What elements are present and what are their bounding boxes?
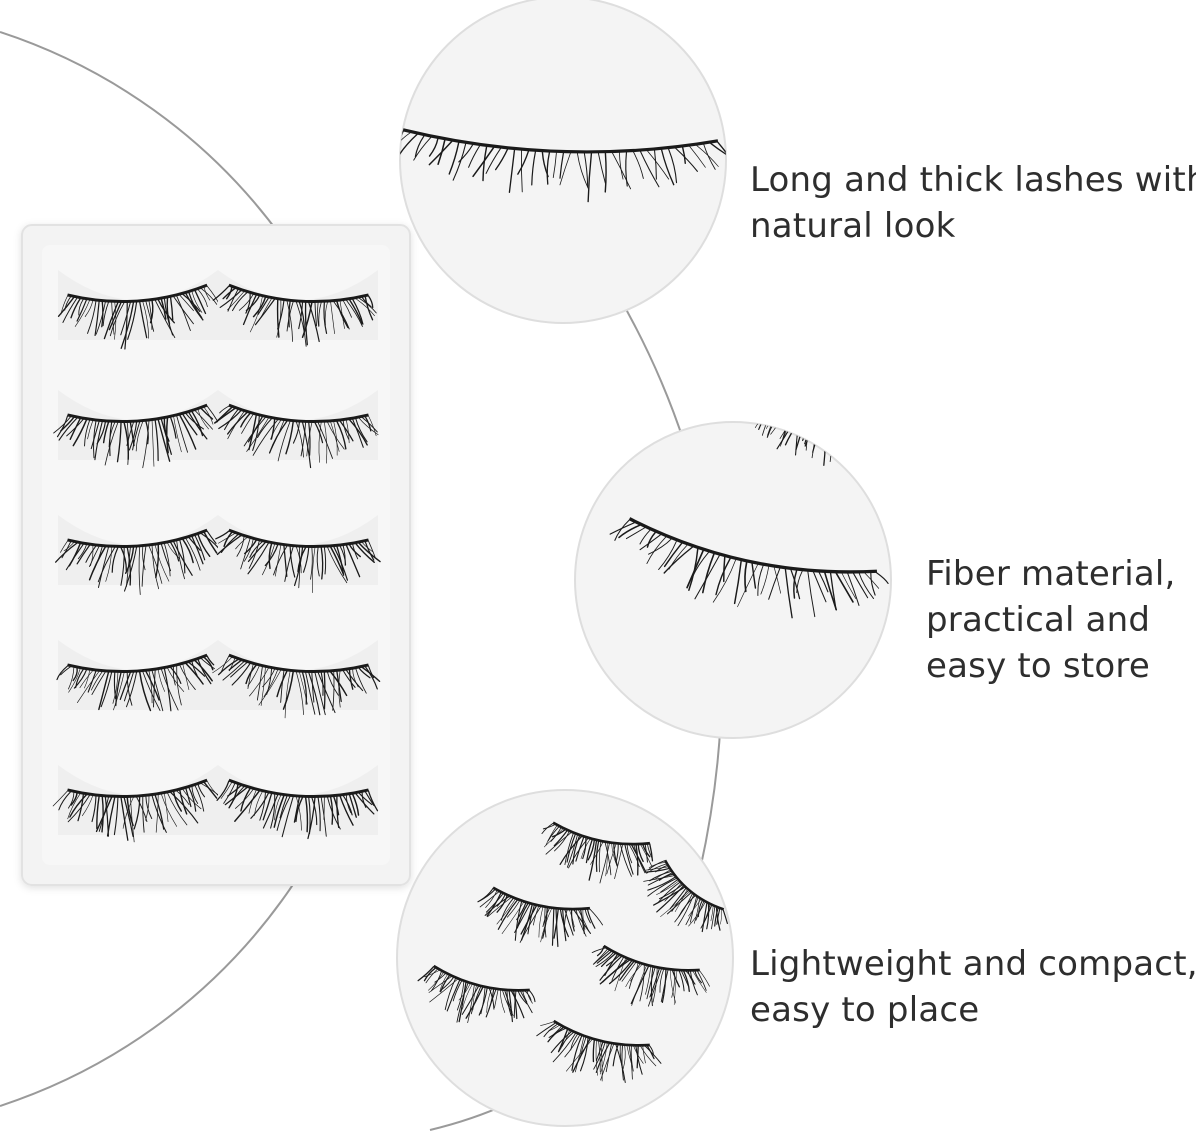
tray-lashes	[52, 270, 381, 843]
feature-line: easy to place	[750, 990, 980, 1030]
feature-line: easy to store	[926, 646, 1150, 686]
eyelash	[417, 964, 536, 1024]
tray-slot	[58, 515, 218, 585]
eyelash	[215, 528, 381, 593]
eyelash	[57, 283, 221, 350]
eyelash	[643, 859, 728, 933]
feature-text-lashes: Long and thick lashes with natural look	[750, 157, 1196, 249]
feature-line: natural look	[750, 206, 956, 246]
eyelash	[53, 403, 219, 469]
eyelash	[477, 886, 604, 948]
tray-slot	[218, 270, 378, 340]
tray-slot	[218, 640, 378, 710]
tray-slot	[58, 640, 218, 710]
detail-circle-fiber	[574, 421, 892, 739]
eyelash	[56, 653, 215, 712]
eyelash	[609, 517, 889, 619]
eyelash	[212, 653, 381, 719]
tray-slot	[218, 515, 378, 585]
feature-line: Fiber material,	[926, 554, 1176, 594]
feature-line: Long and thick lashes with	[750, 160, 1196, 200]
feature-line: Lightweight and compact,	[750, 944, 1196, 984]
eyelash	[536, 1019, 662, 1083]
eyelash	[591, 944, 710, 1007]
eyelash	[541, 821, 654, 884]
eyelash	[212, 283, 377, 347]
detail-circle-pairs	[396, 789, 734, 1127]
detail-circle-closeup	[399, 0, 727, 324]
eyelash	[52, 778, 222, 843]
eyelash	[216, 778, 379, 840]
eyelash	[55, 528, 220, 595]
feature-text-weight: Lightweight and compact, easy to place	[750, 941, 1196, 1033]
feature-text-material: Fiber material, practical and easy to st…	[926, 551, 1176, 689]
eyelash	[213, 403, 379, 469]
eyelash	[400, 128, 726, 203]
feature-line: practical and	[926, 600, 1151, 640]
tray-slot	[58, 270, 218, 340]
tray-slot	[218, 390, 378, 460]
